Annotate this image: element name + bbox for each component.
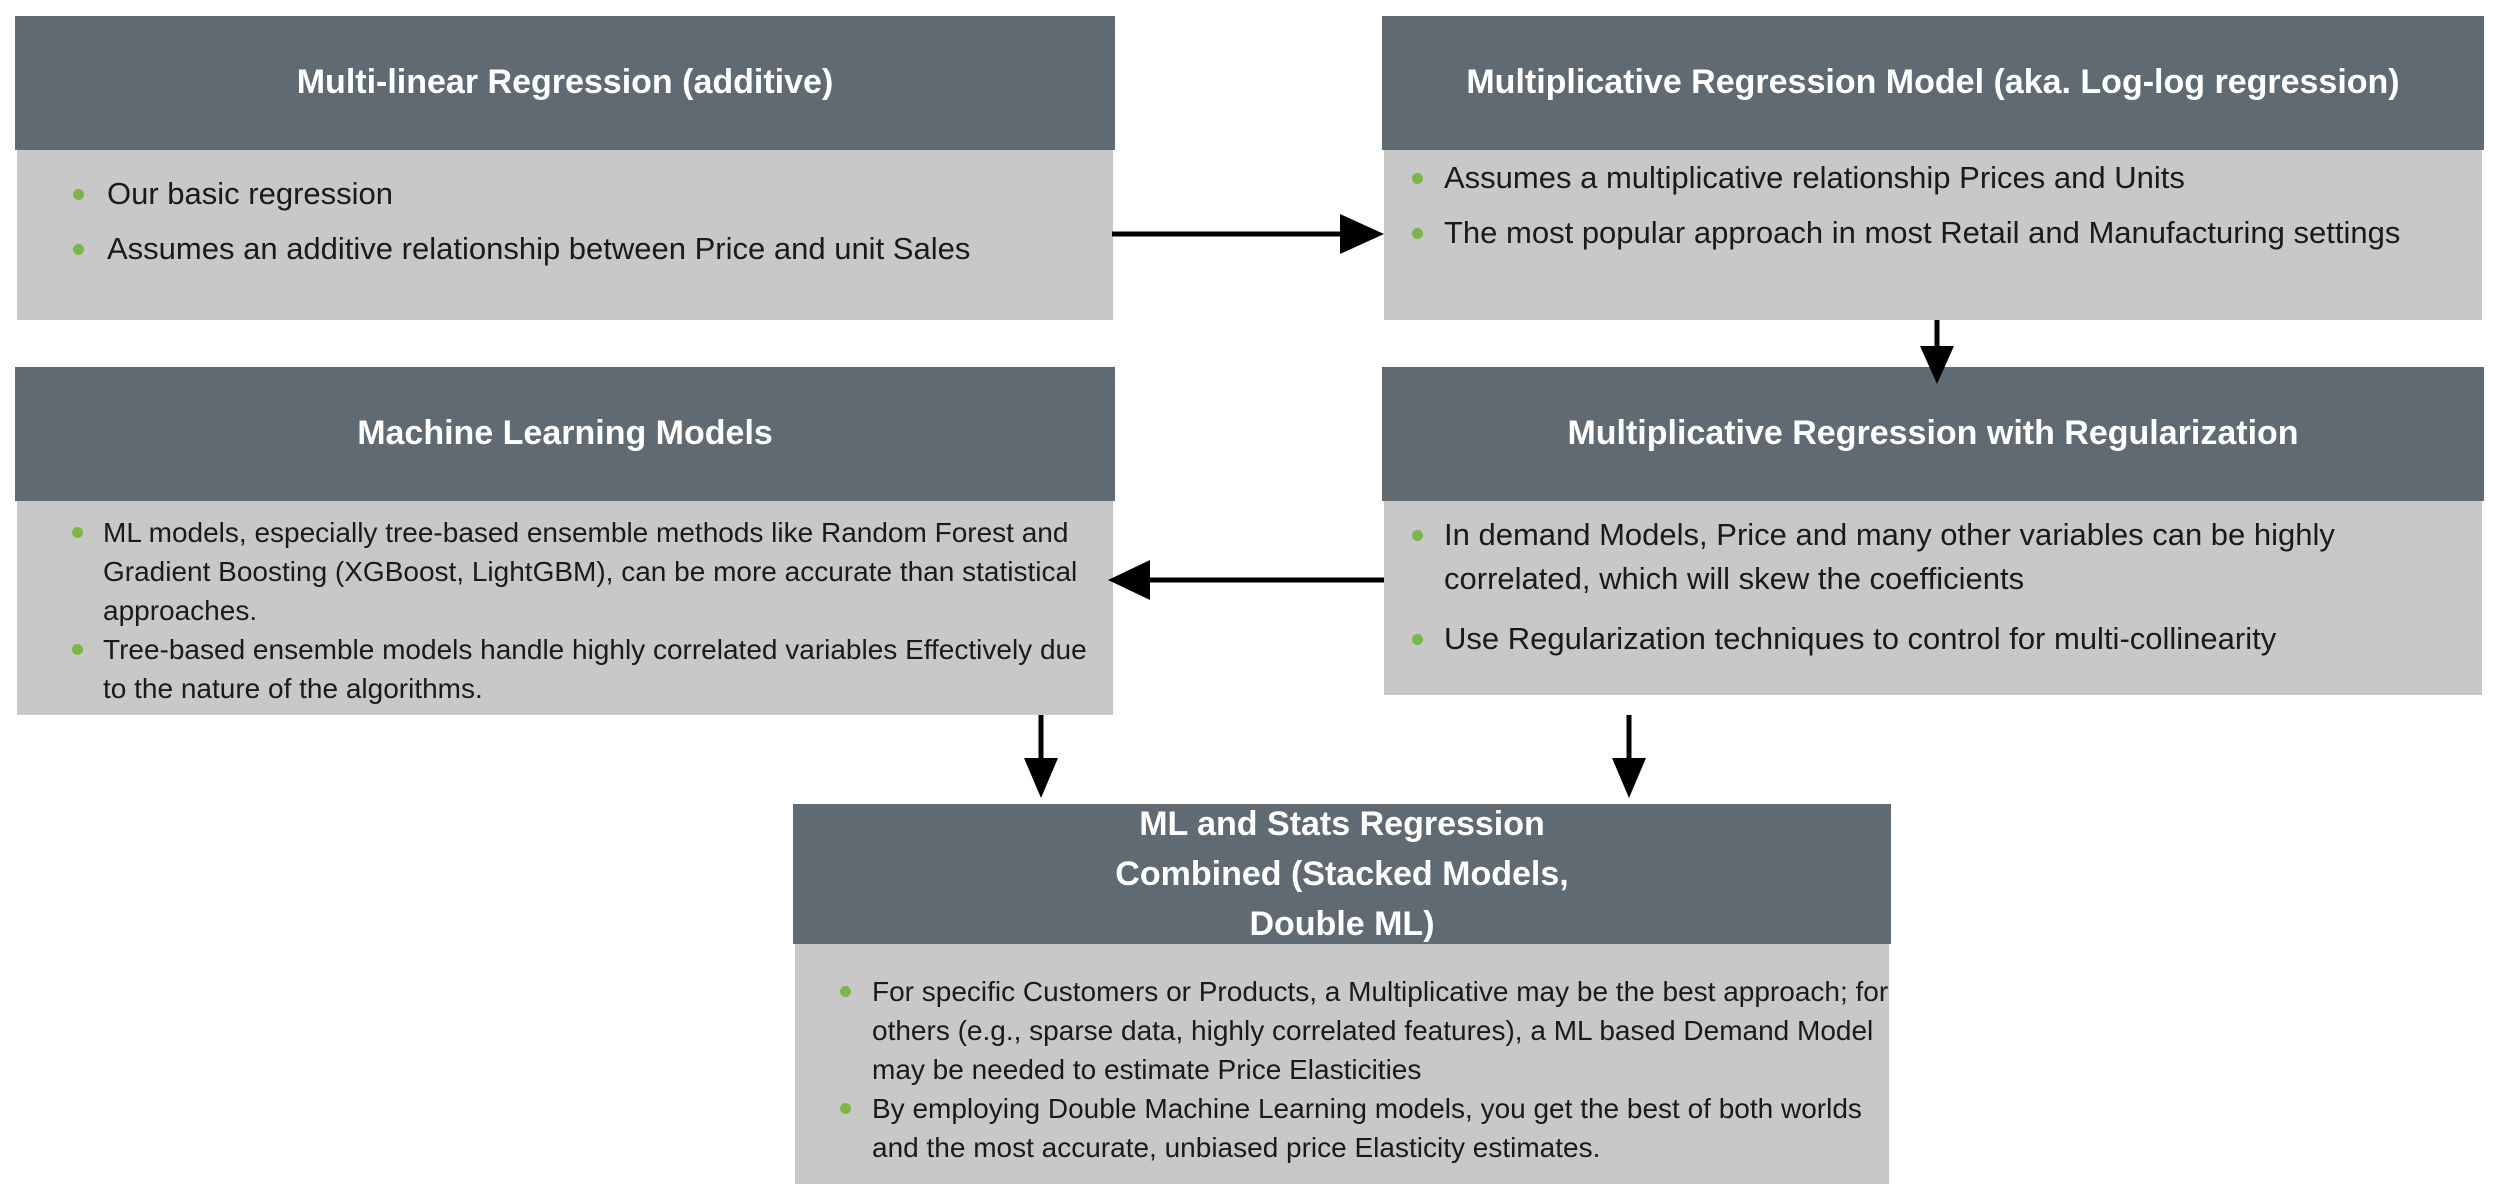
bullet-list: In demand Models, Price and many other v… (1384, 501, 2482, 661)
list-item: The most popular approach in most Retail… (1384, 211, 2482, 255)
arrowhead-right-icon (1340, 214, 1384, 254)
bullet-text: In demand Models, Price and many other v… (1444, 517, 2335, 596)
list-item: By employing Double Machine Learning mod… (795, 1089, 1889, 1167)
bullet-list: Our basic regression Assumes an additive… (17, 150, 1113, 271)
list-item: Assumes an additive relationship between… (17, 227, 1113, 271)
bullet-icon (73, 189, 84, 200)
list-item: For specific Customers or Products, a Mu… (795, 972, 1889, 1089)
bullet-text: By employing Double Machine Learning mod… (872, 1093, 1862, 1163)
box-body: Assumes a multiplicative relationship Pr… (1384, 150, 2482, 320)
box-body: Our basic regression Assumes an additive… (17, 150, 1113, 320)
list-item: Assumes a multiplicative relationship Pr… (1384, 156, 2482, 200)
list-item: Tree-based ensemble models handle highly… (17, 630, 1113, 708)
box-title: Multiplicative Regression Model (aka. Lo… (1382, 16, 2484, 150)
bullet-text: Assumes a multiplicative relationship Pr… (1444, 160, 2185, 195)
bullet-text: For specific Customers or Products, a Mu… (872, 976, 1889, 1085)
box-body: In demand Models, Price and many other v… (1384, 501, 2482, 695)
box-title: ML and Stats Regression Combined (Stacke… (793, 804, 1891, 944)
bullet-icon (1412, 173, 1423, 184)
bullet-list: ML models, especially tree-based ensembl… (17, 501, 1113, 708)
box-title: Multi-linear Regression (additive) (15, 16, 1115, 150)
bullet-icon (1412, 634, 1423, 645)
list-item: ML models, especially tree-based ensembl… (17, 513, 1113, 630)
bullet-icon (840, 986, 851, 997)
bullet-list: Assumes a multiplicative relationship Pr… (1384, 150, 2482, 255)
box-combined-models: ML and Stats Regression Combined (Stacke… (793, 804, 1891, 1184)
list-item: Our basic regression (17, 172, 1113, 216)
box-title: Multiplicative Regression with Regulariz… (1382, 367, 2484, 501)
bullet-text: Our basic regression (107, 176, 394, 211)
arrowhead-down-icon (1612, 758, 1646, 798)
bullet-icon (72, 527, 83, 538)
bullet-icon (1412, 530, 1423, 541)
bullet-icon (1412, 228, 1423, 239)
box-regularization: Multiplicative Regression with Regulariz… (1382, 367, 2484, 695)
bullet-icon (72, 644, 83, 655)
bullet-text: ML models, especially tree-based ensembl… (103, 517, 1078, 626)
bullet-text: The most popular approach in most Retail… (1444, 215, 2401, 250)
bullet-list: For specific Customers or Products, a Mu… (795, 944, 1889, 1167)
bullet-text: Use Regularization techniques to control… (1444, 621, 2277, 656)
bullet-icon (73, 244, 84, 255)
box-title: Machine Learning Models (15, 367, 1115, 501)
box-body: For specific Customers or Products, a Mu… (795, 944, 1889, 1184)
list-item: In demand Models, Price and many other v… (1384, 513, 2482, 601)
box-machine-learning-models: Machine Learning Models ML models, espec… (15, 367, 1115, 715)
arrowhead-down-icon (1024, 758, 1058, 798)
bullet-icon (840, 1103, 851, 1114)
bullet-text: Assumes an additive relationship between… (107, 231, 971, 266)
box-body: ML models, especially tree-based ensembl… (17, 501, 1113, 715)
box-multi-linear-regression: Multi-linear Regression (additive) Our b… (15, 16, 1115, 320)
box-multiplicative-regression: Multiplicative Regression Model (aka. Lo… (1382, 16, 2484, 320)
bullet-text: Tree-based ensemble models handle highly… (103, 634, 1087, 704)
list-item: Use Regularization techniques to control… (1384, 617, 2482, 661)
